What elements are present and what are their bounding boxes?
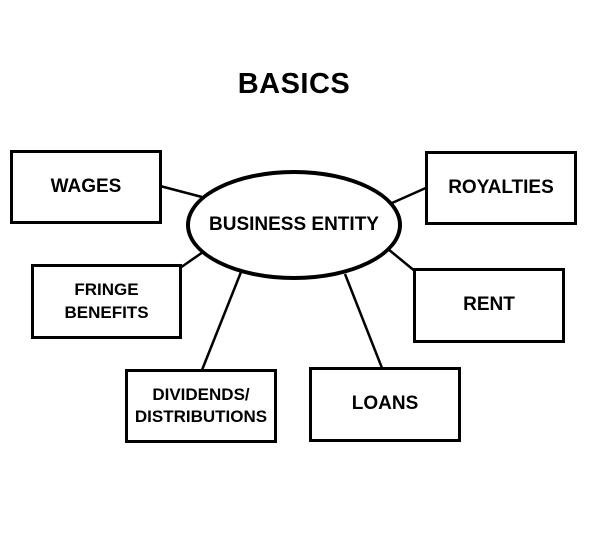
node-royalties: ROYALTIES: [425, 151, 577, 225]
node-rent: RENT: [413, 268, 565, 343]
connector-royalties: [391, 185, 429, 205]
connector-dividends: [200, 271, 243, 371]
connector-fringe-benefits: [179, 250, 204, 270]
center-node-business-entity: BUSINESS ENTITY: [186, 170, 402, 280]
node-wages: WAGES: [10, 150, 162, 224]
node-dividends-distributions: DIVIDENDS/ DISTRIBUTIONS: [125, 369, 277, 443]
connector-wages: [159, 184, 203, 199]
node-fringe-benefits: FRINGE BENEFITS: [31, 264, 182, 339]
diagram-title: BASICS: [237, 68, 351, 100]
connector-rent: [387, 248, 417, 273]
node-loans: LOANS: [309, 367, 461, 442]
connector-loans: [343, 273, 384, 369]
